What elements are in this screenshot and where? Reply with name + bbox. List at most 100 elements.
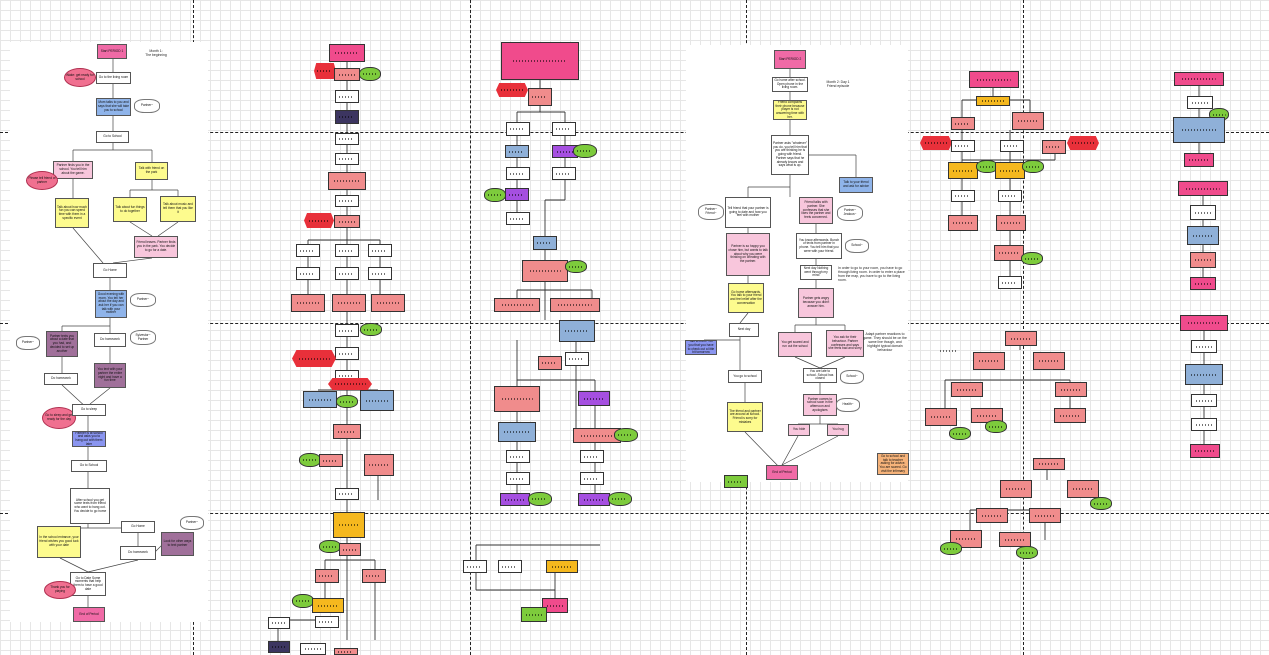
salmon-node [951,117,975,130]
green-node [985,420,1007,433]
pink-node [969,71,1019,88]
node-label: Go to School [79,463,99,468]
salmon-node [334,68,360,81]
node-label: Partner gets angry because you didn't an… [802,296,830,308]
node-do-homework: Do homework [94,333,126,347]
pink-node [329,44,365,62]
orange-node [976,96,1010,106]
node-later: You know afterwards. Bunch of texts from… [796,233,842,259]
white-node [335,133,359,145]
node-label: Partner is so happy you chose him, but w… [728,244,768,263]
green-node [976,160,998,173]
green-node [359,67,381,81]
node-label: Talk to them. Tell you that you have to … [687,340,715,355]
node-tell-friend: Tell friend that your partner is going t… [725,197,771,228]
cloud-partner: Partner~ [180,516,204,530]
node-label: Next day [737,327,751,332]
note-adapt: Adapt partner reactions to game. They sh… [863,332,907,353]
salmon-node [948,215,978,231]
pink-node [1180,315,1228,331]
blue-node [505,145,529,158]
start-node-period-2: Start PERIOD 2 [774,50,806,69]
node-label: Go Home [103,267,117,272]
node-talk-friend-advice: Talk to your friend and ask for advice [839,177,873,193]
page-break-horizontal [0,323,1269,324]
salmon-node [999,532,1031,547]
node-hide: You hide [788,424,810,436]
node-label: You are late to school. School has close… [806,369,834,381]
green-node [949,427,971,440]
salmon-node [1033,458,1065,470]
cloud-partner: Partner~ [16,336,40,350]
node-label: Talk about fun things to do together [115,204,145,213]
ellipse-label: Wake: get ready for school [66,72,94,81]
ellipse-wake: Wake: get ready for school [64,68,96,87]
node-label: Go to School [103,134,122,139]
end-node: End of Period [73,607,105,622]
white-node [552,167,576,180]
pink-node [542,598,568,613]
node-label: Go to sleep [80,407,98,412]
section-heading: Month 1: The beginning [145,49,167,58]
node-partner-blue: Partner is at school and asks you to han… [72,431,106,447]
start-node: Start PERIOD 1 [97,44,127,59]
end-node-period-2: End of Period [766,465,798,480]
white-node [506,472,530,485]
white-node [998,276,1022,289]
node-talk-music: Talk about music and tell them that you … [160,196,196,222]
node-label: You go to school [733,373,757,378]
node-after-school: After school you get some texts from fri… [70,488,110,524]
white-node [580,450,604,463]
cloud-health: Health~ [836,398,860,412]
white-node [1000,140,1024,152]
cloud-label: Health~ [842,402,854,407]
node-orange-advice: Go to school and talk to teacher asking … [877,453,909,475]
node-label: Partner asks "whatever" you do, you tell… [773,141,807,168]
node-in-school: In the school entrance, your friend wish… [37,526,81,558]
salmon-node [364,454,394,476]
node-late-school: You are late to school. School has close… [803,368,837,383]
salmon-node [334,215,360,228]
white-node [300,643,326,655]
cloud-partner: Partner~ [134,99,160,113]
white-node [506,212,530,225]
white-node [1187,96,1213,109]
page-break-vertical [1023,0,1024,655]
node-label: Next day Nothing went through my mind [803,266,829,278]
ellipse-thank-you: Thank you for playing [44,581,76,599]
ellipse-go-sleep: Go to sleep and get ready for the day [42,407,76,429]
node-label: You text with your partner the entire ni… [97,367,123,383]
node-label: Friend talks with partner. She confesses… [801,200,831,219]
node-label: Partner is at school and asks you to han… [75,431,103,446]
cloud-label: School~ [846,374,858,379]
salmon-node [1054,408,1086,423]
node-label: Talk with friend on the park [138,166,165,174]
salmon-node [494,298,540,312]
salmon-node [315,569,339,583]
white-node [463,560,487,573]
node-mom: Mom talks to you and says that she will … [96,98,131,116]
cloud-partner-jealous: Partner~ Jealous~ [837,205,863,221]
red-hex-node [920,136,952,150]
node-go-home: Go Home [93,263,127,278]
salmon-node [1000,480,1032,498]
green-node [614,428,638,442]
node-label: Go home after school. Open phone in the … [774,78,806,90]
node-label: You hug [832,427,844,432]
white-node [335,324,359,337]
white-node [335,153,359,165]
purple-node [500,493,530,506]
node-go-school-p2: You go to school [728,370,762,383]
salmon-node [339,543,361,556]
salmon-node [573,428,621,443]
cloud-partner: Partner~ [130,293,156,307]
green-node [573,144,597,158]
node-label: Tell friend that your partner is going t… [727,205,769,218]
node-do-homework-2: Do homework [44,373,78,385]
node-label: Go to Date Some moments that help them t… [73,575,103,591]
node-label: You get scared and run out the school [781,339,809,348]
salmon-node [319,454,343,467]
white-node [335,347,359,360]
